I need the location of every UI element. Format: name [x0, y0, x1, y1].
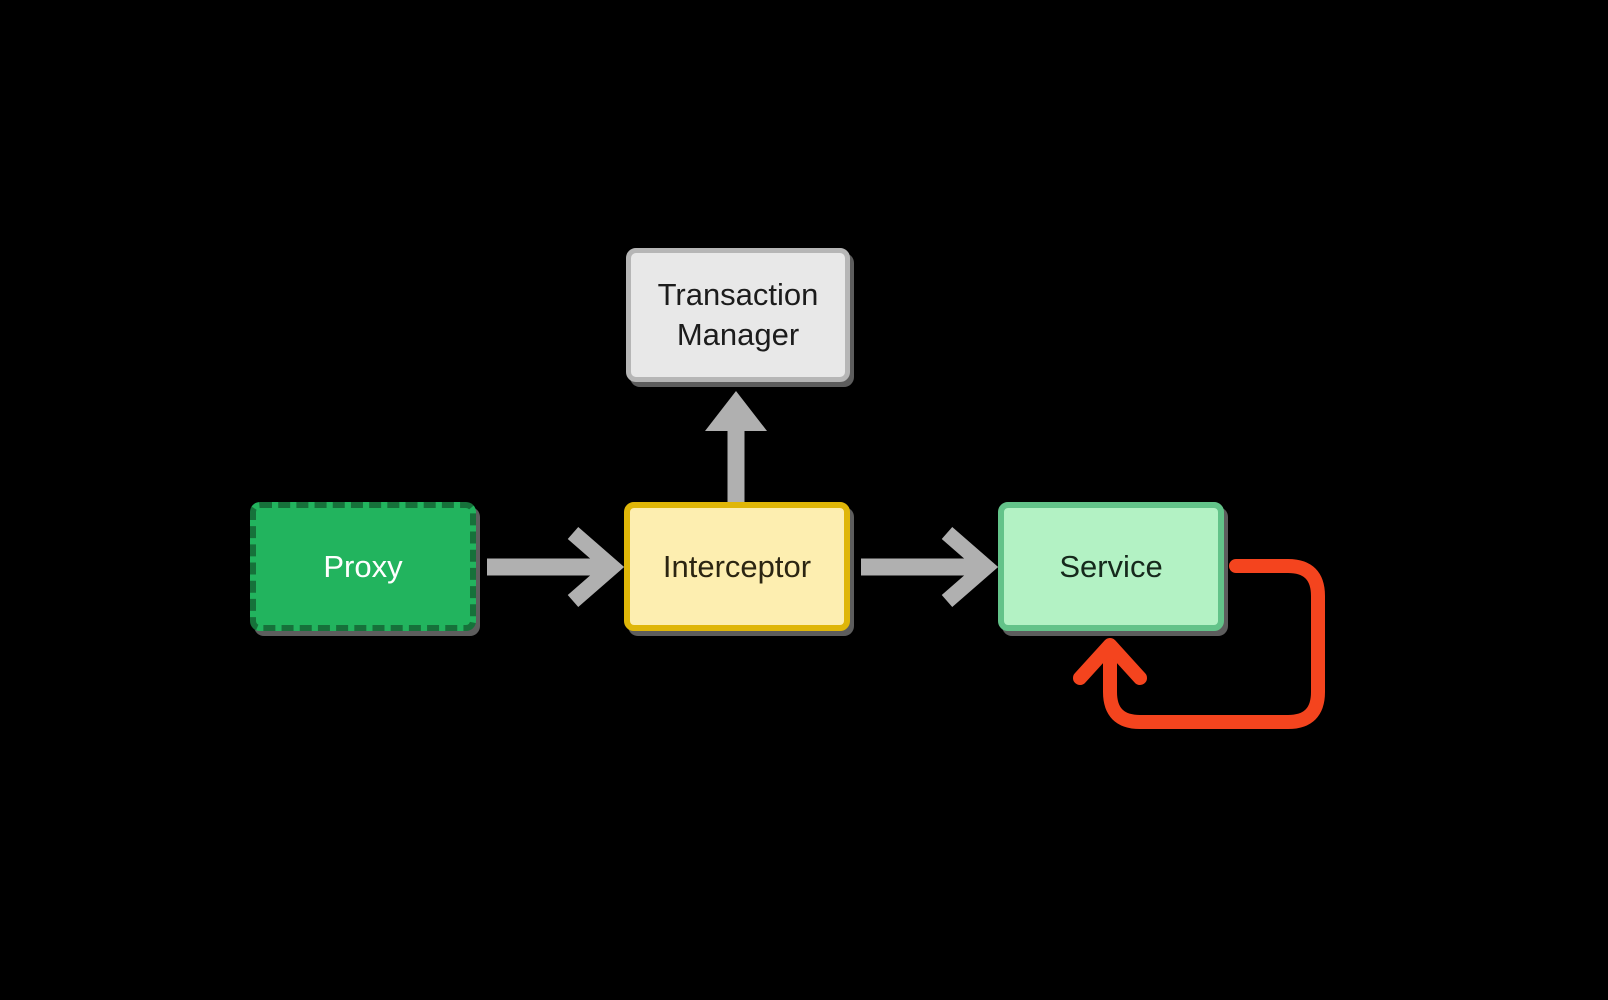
node-transaction-manager-label: Transaction Manager: [657, 277, 819, 352]
node-proxy-label: Proxy: [323, 548, 403, 584]
triangle-arrowhead-icon: [705, 391, 767, 431]
edge-interceptor-to-service: [861, 526, 999, 608]
node-interceptor-label: Interceptor: [662, 548, 812, 584]
node-transaction-manager[interactable]: Transaction Manager: [626, 248, 850, 382]
edge-interceptor-to-transaction-manager: [705, 391, 767, 502]
node-interceptor[interactable]: Interceptor: [624, 502, 850, 631]
node-service[interactable]: Service: [998, 502, 1224, 631]
chevron-arrowhead-icon: [1073, 638, 1147, 685]
node-service-label: Service: [1059, 548, 1163, 584]
node-proxy[interactable]: Proxy: [250, 502, 476, 631]
edge-proxy-to-interceptor: [487, 526, 625, 608]
chevron-arrowhead-icon: [941, 526, 999, 608]
chevron-arrowhead-icon: [567, 526, 625, 608]
